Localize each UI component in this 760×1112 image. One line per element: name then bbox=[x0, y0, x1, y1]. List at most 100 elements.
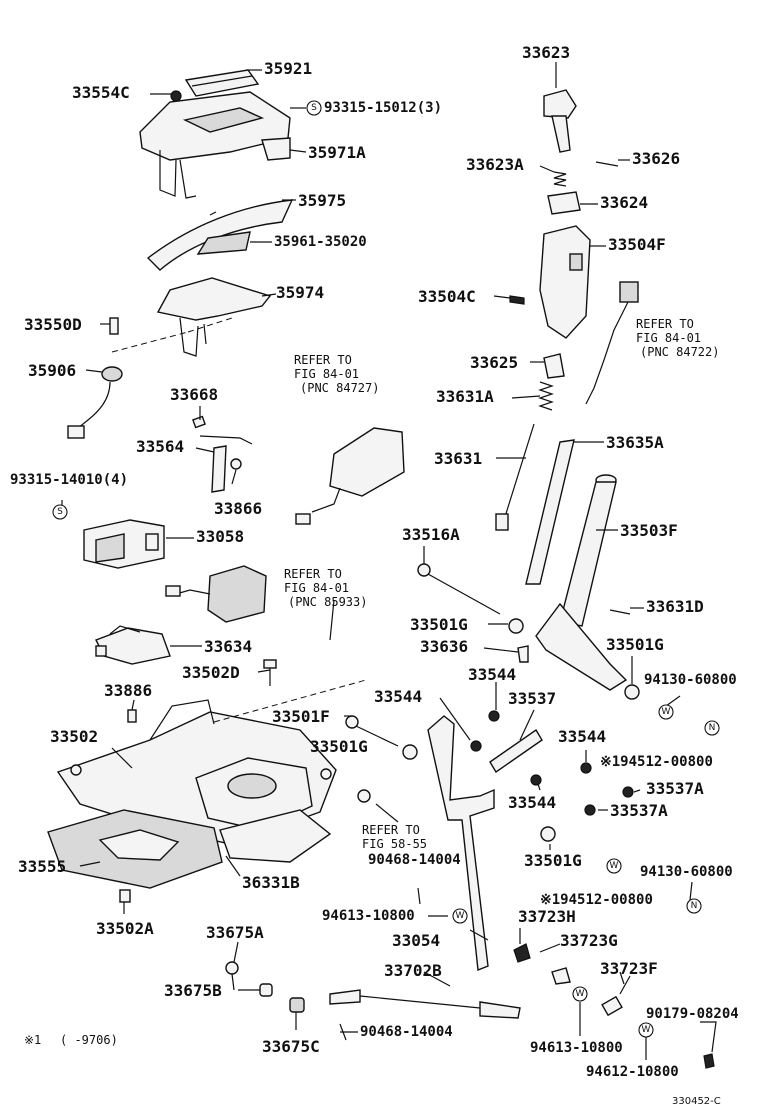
label-36331B: 36331B bbox=[242, 873, 300, 892]
nut-90468-a bbox=[357, 789, 371, 803]
clip-33723H bbox=[513, 943, 531, 963]
lever-33564 bbox=[199, 435, 253, 493]
symbol-s-2: S bbox=[52, 504, 68, 520]
gasket-33555 bbox=[47, 809, 223, 889]
label-33544-c: 33544 bbox=[558, 727, 606, 746]
label-94512-00800-a: ※194512-00800 bbox=[600, 754, 713, 770]
label-94613-10800-b: 94613-10800 bbox=[530, 1040, 623, 1056]
lever-33054 bbox=[427, 715, 495, 971]
sleeve-33625 bbox=[543, 353, 565, 379]
label-90468-14004-a: 90468-14004 bbox=[368, 852, 461, 868]
label-33723H: 33723H bbox=[518, 907, 576, 926]
symbol-w-2: W bbox=[452, 908, 468, 924]
link-33537 bbox=[489, 728, 543, 774]
clip-33554C bbox=[170, 90, 182, 102]
bush-33501G-d bbox=[540, 826, 556, 842]
label-35921: 35921 bbox=[264, 59, 312, 78]
label-33501G-d: 33501G bbox=[524, 851, 582, 870]
bolt-33502D bbox=[263, 659, 277, 686]
symbol-w-3: W bbox=[606, 858, 622, 874]
symbol-w-1: W bbox=[658, 704, 674, 720]
spring-33623A bbox=[553, 171, 567, 187]
knob-button-33623 bbox=[543, 89, 577, 153]
refer-note-84722: REFER TO FIG 84-01 (PNC 84722) bbox=[636, 317, 719, 359]
label-33555: 33555 bbox=[18, 857, 66, 876]
symbol-s-1: S bbox=[306, 100, 322, 116]
label-33626: 33626 bbox=[632, 149, 680, 168]
label-33503F: 33503F bbox=[620, 521, 678, 540]
bulb-33550D bbox=[109, 317, 119, 335]
label-33886: 33886 bbox=[104, 681, 152, 700]
label-33504C: 33504C bbox=[418, 287, 476, 306]
shift-cover-35971A bbox=[139, 91, 291, 199]
svg-text:REFER TO: REFER TO bbox=[284, 567, 342, 581]
label-33675B: 33675B bbox=[164, 981, 222, 1000]
bushing-33675B bbox=[259, 983, 273, 997]
symbol-w-5: W bbox=[638, 1022, 654, 1038]
label-93315-14010: 93315-14010(4) bbox=[10, 472, 128, 488]
position-plate-35975 bbox=[146, 199, 294, 271]
svg-text:REFER TO: REFER TO bbox=[362, 823, 420, 837]
label-33723F: 33723F bbox=[600, 959, 658, 978]
pin-33631D bbox=[609, 609, 631, 615]
label-35971A: 35971A bbox=[308, 143, 366, 162]
label-33501G-a: 33501G bbox=[410, 615, 468, 634]
svg-text:N: N bbox=[709, 723, 716, 733]
bolt-33675A bbox=[225, 961, 239, 991]
svg-text:REFER TO: REFER TO bbox=[294, 353, 352, 367]
svg-text:S: S bbox=[57, 507, 63, 517]
svg-text:FIG 84-01: FIG 84-01 bbox=[284, 581, 349, 595]
svg-text:W: W bbox=[610, 861, 619, 871]
label-33537A-b: 33537A bbox=[610, 801, 668, 820]
svg-text:REFER TO: REFER TO bbox=[636, 317, 694, 331]
svg-text:※1: ※1 bbox=[24, 1033, 41, 1047]
bush-33501G-c bbox=[402, 744, 418, 760]
ring-33624 bbox=[547, 191, 581, 215]
symbol-w-4: W bbox=[572, 986, 588, 1002]
label-33501G-c: 33501G bbox=[310, 737, 368, 756]
switch-33634 bbox=[95, 625, 171, 665]
pin-94613-a bbox=[417, 887, 421, 905]
svg-text:W: W bbox=[576, 989, 585, 999]
socket-35906 bbox=[67, 366, 123, 439]
label-90179-08204: 90179-08204 bbox=[646, 1006, 739, 1022]
label-94613-10800-a: 94613-10800 bbox=[322, 908, 415, 924]
label-33501F: 33501F bbox=[272, 707, 330, 726]
svg-text:FIG 84-01: FIG 84-01 bbox=[636, 331, 701, 345]
label-33516A: 33516A bbox=[402, 525, 460, 544]
label-33502D: 33502D bbox=[182, 663, 240, 682]
nut-33544-b bbox=[470, 740, 482, 752]
screw-33504C bbox=[509, 295, 525, 305]
label-35961-35020: 35961-35020 bbox=[274, 234, 367, 250]
cushion-33886 bbox=[127, 709, 137, 723]
label-33634: 33634 bbox=[204, 637, 252, 656]
spring-33631A bbox=[538, 381, 554, 411]
bolt-33516A bbox=[417, 563, 501, 615]
shaft-33503F bbox=[535, 602, 628, 691]
label-35975: 35975 bbox=[298, 191, 346, 210]
label-33624: 33624 bbox=[600, 193, 648, 212]
rod-33635A bbox=[525, 439, 575, 585]
label-33623: 33623 bbox=[522, 43, 570, 62]
label-33635A: 33635A bbox=[606, 433, 664, 452]
label-33554C: 33554C bbox=[72, 83, 130, 102]
indicator-light-35961 bbox=[196, 231, 251, 255]
label-33723G: 33723G bbox=[560, 931, 618, 950]
label-33631A: 33631A bbox=[436, 387, 494, 406]
label-33544-b: 33544 bbox=[374, 687, 422, 706]
label-33636: 33636 bbox=[420, 637, 468, 656]
diagram-code: 330452-C bbox=[672, 1096, 721, 1107]
switch-84722 bbox=[585, 281, 639, 405]
pin-33723F bbox=[601, 975, 631, 1017]
label-33675C: 33675C bbox=[262, 1037, 320, 1056]
housing-35974 bbox=[156, 277, 272, 357]
label-33702B: 33702B bbox=[384, 961, 442, 980]
svg-text:S: S bbox=[311, 103, 317, 113]
label-33625: 33625 bbox=[470, 353, 518, 372]
bush-33501G-a bbox=[508, 618, 524, 634]
cushion-33636 bbox=[517, 645, 529, 663]
nut-33544-d bbox=[530, 774, 542, 786]
boot-36331B bbox=[195, 757, 332, 863]
washer-94612 bbox=[703, 1053, 715, 1069]
refer-note-84727: REFER TO FIG 84-01 (PNC 84727) bbox=[294, 353, 379, 395]
